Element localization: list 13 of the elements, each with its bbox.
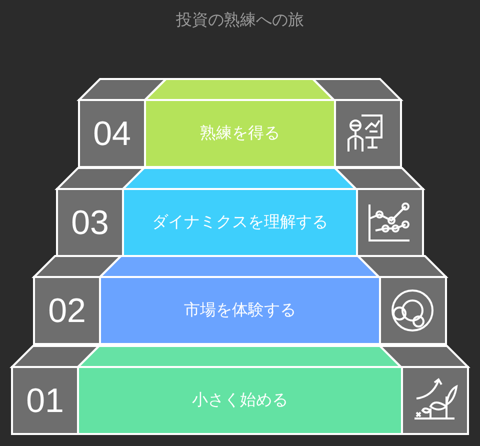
- step-face: [99, 276, 381, 345]
- step-number: 04: [92, 117, 132, 151]
- step-face: [144, 99, 336, 168]
- step-number: 01: [25, 384, 65, 418]
- step-label: 市場を体験する: [184, 300, 296, 321]
- step-face: [77, 366, 403, 435]
- step-face: [122, 188, 358, 257]
- step-number: 03: [70, 206, 110, 240]
- step-label: 小さく始める: [192, 390, 288, 411]
- step-label: 熟練を得る: [200, 123, 280, 144]
- title: 投資の熟練への旅: [175, 10, 305, 31]
- step-label: ダイナミクスを理解する: [152, 212, 328, 233]
- step-number: 02: [47, 294, 87, 328]
